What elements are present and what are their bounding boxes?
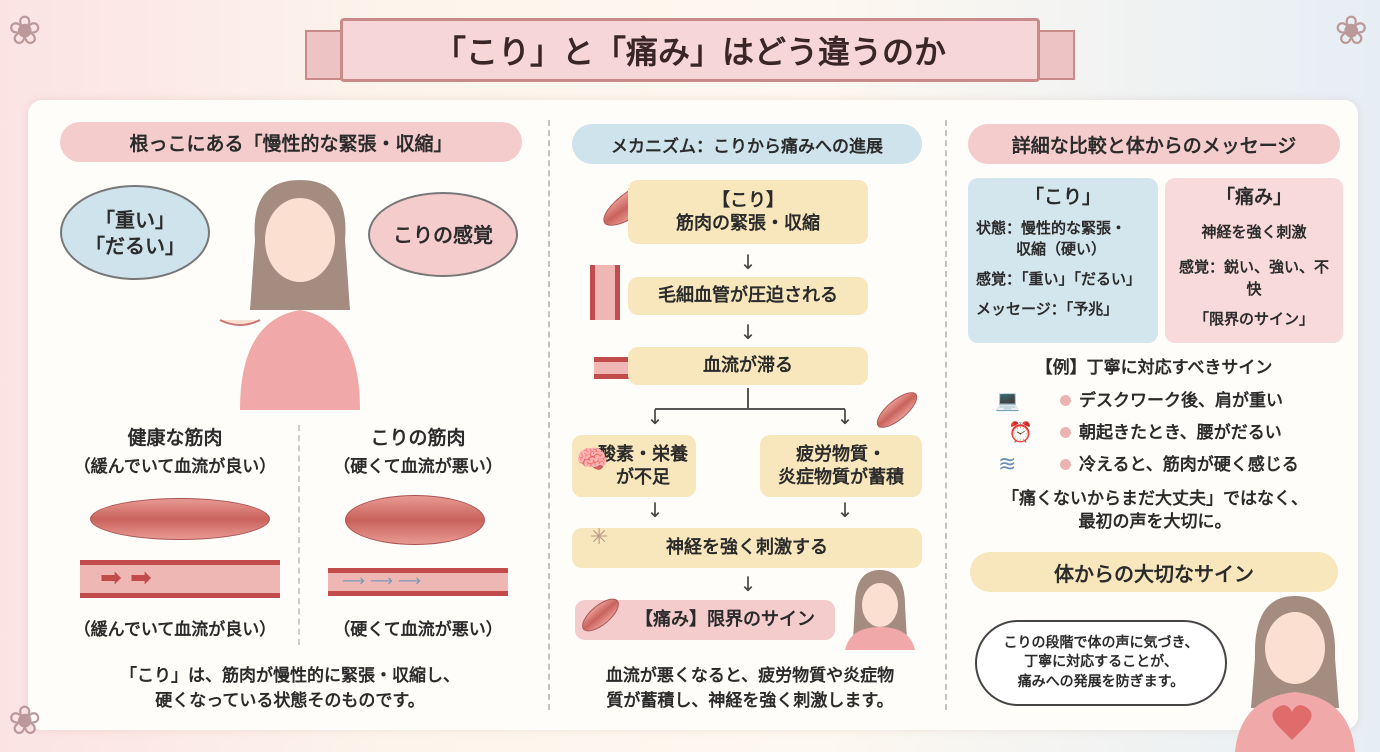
woman-illustration xyxy=(219,180,360,410)
cloud-text: 「重い」 xyxy=(95,207,175,232)
examples-title: 【例】丁寧に対応すべきサイン xyxy=(1035,358,1273,378)
kori-comparison-card: 「こり」 状態：慢性的な緊張・収縮（硬い） 感覚：「重い」「だるい」 メッセージ… xyxy=(968,178,1158,343)
summary-line: 硬くなっている状態そのものです。 xyxy=(155,690,425,711)
step-text: が不足 xyxy=(616,467,670,488)
woman-pain-illustration xyxy=(845,570,915,650)
page-title: 「こり」と「痛み」はどう違うのか xyxy=(340,18,1040,82)
summary-line: 質が蓄積し、神経を強く刺激します。 xyxy=(606,690,894,711)
example-text: 冷えると、筋肉が硬く感じる xyxy=(1079,455,1299,475)
down-arrow-icon: ↓ xyxy=(739,320,757,344)
flow-step-nerve-stimulation: 神経を強く刺激する xyxy=(572,528,922,568)
kori-message: メッセージ：「予兆」 xyxy=(976,299,1119,318)
itami-state: 神経を強く刺激 xyxy=(1201,222,1307,241)
stiff-muscle-title: こりの筋肉 xyxy=(370,427,466,449)
cloud-heavy-dull: 「重い」「だるい」 xyxy=(60,185,210,280)
alarm-clock-icon: ⏰ xyxy=(1008,420,1033,444)
down-arrow-icon: ↓ xyxy=(836,498,854,522)
quote-line: 最初の声を大切に。 xyxy=(1078,511,1232,532)
step-text: 筋肉の緊張・収縮 xyxy=(676,213,820,234)
floral-ornament-icon: ❀ xyxy=(8,698,42,744)
cloud-text: 「だるい」 xyxy=(85,233,185,258)
banner-ribbon-left xyxy=(305,30,345,80)
healthy-muscle-subtitle: （緩んでいて血流が良い） xyxy=(73,457,277,477)
cloud-kori-feeling: こりの感覚 xyxy=(368,192,518,277)
stiff-caption: （硬くて血流が悪い） xyxy=(333,620,503,640)
healthy-muscle-title: 健康な筋肉 xyxy=(127,427,223,449)
flow-step-pain: 【痛み】限界のサイン xyxy=(575,600,835,640)
down-arrow-icon: ↓ xyxy=(646,498,664,522)
connector xyxy=(655,408,845,410)
step-text: 酸素・栄養 xyxy=(598,443,688,465)
speech-bubble: こりの段階で体の声に気づき、丁寧に対応することが、痛みへの発展を防ぎます。 xyxy=(975,620,1227,706)
example-text: 朝起きたとき、腰がだるい xyxy=(1079,423,1282,443)
quote: 「痛くないからまだ大丈夫」ではなく、最初の声を大切に。 xyxy=(955,488,1355,534)
flow-step-blood-stagnation: 血流が滞る xyxy=(628,347,868,385)
connector xyxy=(747,388,749,408)
kori-feeling: 感覚：「重い」「だるい」 xyxy=(976,270,1142,289)
kori-state: 状態：慢性的な緊張・ xyxy=(976,218,1127,237)
kori-state: 収縮（硬い） xyxy=(1016,240,1107,259)
itami-comparison-card: 「痛み」 神経を強く刺激 感覚：鋭い、強い、不快 「限界のサイン」 xyxy=(1165,178,1343,343)
bubble-line: 丁寧に対応することが、 xyxy=(1024,654,1178,671)
bubble-line: 痛みへの発展を防ぎます。 xyxy=(1017,673,1185,690)
healthy-muscle-icon xyxy=(90,498,270,540)
middle-summary: 血流が悪くなると、疲労物質や炎症物質が蓄積し、神経を強く刺激します。 xyxy=(560,664,940,713)
flow-step-oxygen-shortage: 酸素・栄養が不足 xyxy=(572,435,696,497)
step-text: 疲労物質・ xyxy=(796,443,886,465)
stiff-muscle-icon xyxy=(345,495,485,545)
step-text: 炎症物質が蓄積 xyxy=(778,467,904,488)
itami-feeling: 感覚：鋭い、強い、不快 xyxy=(1178,258,1329,299)
nerve-cell-icon: ✳ xyxy=(590,525,609,550)
middle-header: メカニズム：こりから痛みへの進展 xyxy=(572,124,922,164)
important-sign-header: 体からの大切なサイン xyxy=(970,552,1338,592)
column-divider xyxy=(945,120,947,710)
stiff-muscle-subtitle: （硬くて血流が悪い） xyxy=(333,457,503,477)
capillary-icon xyxy=(590,265,620,320)
example-item: デスクワーク後、肩が重い xyxy=(1060,389,1283,414)
example-item: 朝起きたとき、腰がだるい xyxy=(1060,421,1282,446)
stiff-blood-vessel-icon: ⟶ ⟶ ⟶ xyxy=(328,568,508,596)
example-item: 冷えると、筋肉が硬く感じる xyxy=(1060,453,1299,478)
summary-line: 「こり」は、筋肉が慢性的に緊張・収縮し、 xyxy=(120,666,460,686)
down-arrow-icon: ↓ xyxy=(836,405,854,429)
summary-line: 血流が悪くなると、疲労物質や炎症物 xyxy=(605,666,895,686)
divider xyxy=(298,425,300,645)
cold-wind-icon: ≋ xyxy=(998,452,1017,477)
down-arrow-icon: ↓ xyxy=(739,250,757,274)
down-arrow-icon: ↓ xyxy=(739,572,757,596)
flow-step-kori: 【こり】筋肉の緊張・収縮 xyxy=(628,180,868,244)
left-summary: 「こり」は、筋肉が慢性的に緊張・収縮し、硬くなっている状態そのものです。 xyxy=(40,664,540,713)
brain-icon: 🧠 xyxy=(576,445,609,475)
down-arrow-icon: ↓ xyxy=(646,405,664,429)
itami-message: 「限界のサイン」 xyxy=(1193,309,1314,328)
healthy-blood-vessel-icon: ➡ ➡ xyxy=(80,560,280,598)
quote-line: 「痛くないからまだ大丈夫」ではなく、 xyxy=(1002,489,1308,509)
floral-ornament-icon: ❀ xyxy=(8,8,42,54)
flow-step-fatigue-substances: 疲労物質・炎症物質が蓄積 xyxy=(760,435,922,497)
example-text: デスクワーク後、肩が重い xyxy=(1079,391,1283,411)
healthy-caption: （緩んでいて血流が良い） xyxy=(73,620,277,640)
desk-work-icon: 💻 xyxy=(995,388,1020,412)
right-header: 詳細な比較と体からのメッセージ xyxy=(968,124,1340,164)
column-divider xyxy=(548,120,550,710)
card-title: 「こり」 xyxy=(1024,186,1101,208)
left-header: 根っこにある「慢性的な緊張・収縮」 xyxy=(60,122,522,162)
floral-ornament-icon: ❀ xyxy=(1334,8,1368,54)
step-text: 【こり】 xyxy=(712,189,784,211)
flow-step-capillary: 毛細血管が圧迫される xyxy=(628,277,868,315)
smiling-woman-illustration xyxy=(1235,596,1355,752)
card-title: 「痛み」 xyxy=(1215,186,1292,208)
bubble-line: こりの段階で体の声に気づき、 xyxy=(1003,634,1199,651)
banner-ribbon-right xyxy=(1035,30,1075,80)
